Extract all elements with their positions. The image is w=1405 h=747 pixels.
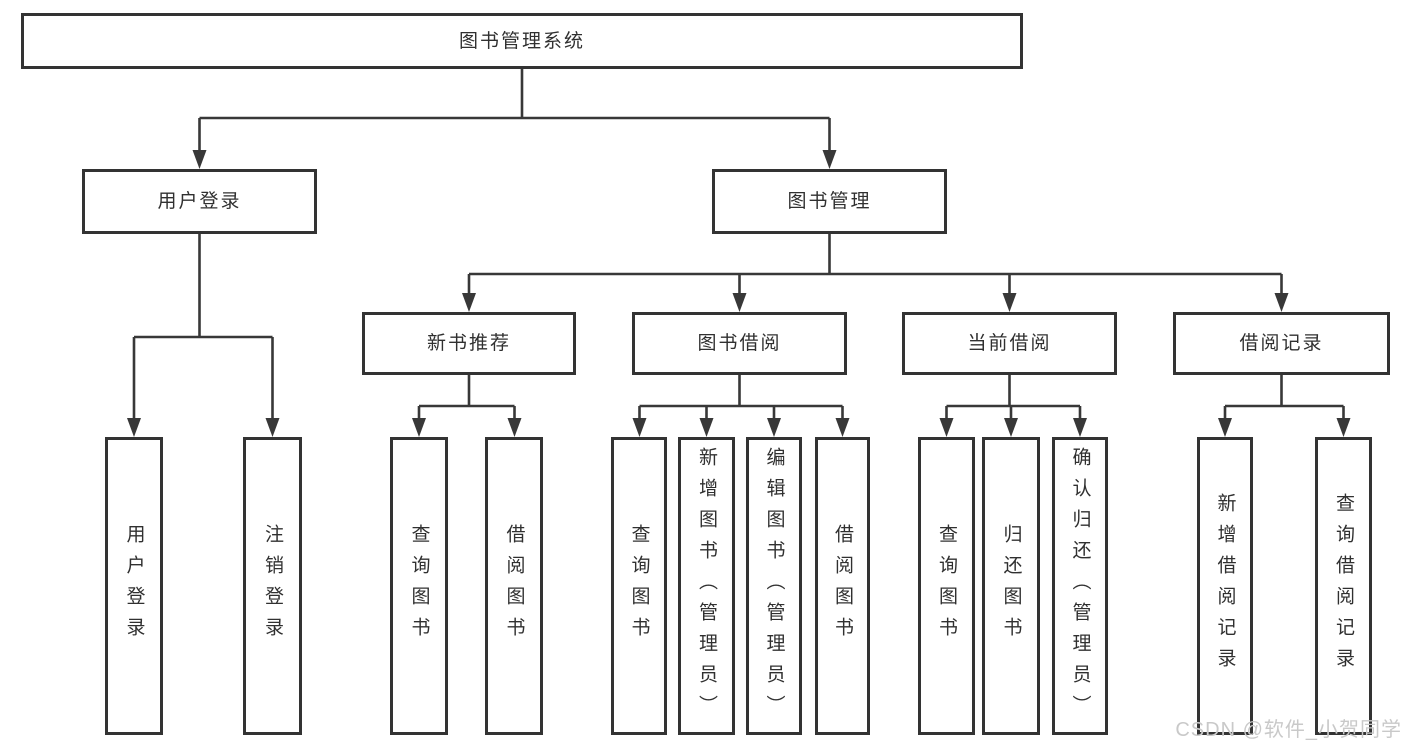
leaf-current-query-books-label: 查询图书 xyxy=(936,524,957,648)
leaf-edit-book-admin-label: 编辑图书（管理员） xyxy=(763,446,785,726)
leaf-confirm-return-admin: 确认归还（管理员） xyxy=(1052,437,1108,735)
leaf-borrow-query-books-label: 查询图书 xyxy=(628,524,650,648)
leaf-confirm-return-admin-label: 确认归还（管理员） xyxy=(1069,446,1091,726)
leaf-user-login-label: 用户登录 xyxy=(123,524,145,648)
node-borrow-records-label: 借阅记录 xyxy=(1239,333,1324,354)
leaf-newbook-borrow-books-label: 借阅图书 xyxy=(503,524,525,648)
node-new-book-recommend-label: 新书推荐 xyxy=(426,333,511,354)
leaf-logout: 注销登录 xyxy=(243,437,302,735)
edges-book-borrow-to-leaves xyxy=(632,375,850,437)
leaf-query-borrow-record-label: 查询借阅记录 xyxy=(1333,493,1354,679)
node-book-borrow: 图书借阅 xyxy=(632,312,847,375)
node-current-borrow-label: 当前借阅 xyxy=(967,333,1052,354)
leaf-borrow-query-books: 查询图书 xyxy=(611,437,667,735)
leaf-newbook-query-books-label: 查询图书 xyxy=(408,524,430,648)
edges-current-borrow-to-leaves xyxy=(939,375,1087,437)
leaf-add-borrow-record: 新增借阅记录 xyxy=(1197,437,1253,735)
edges-borrow-record-to-leaves xyxy=(1218,375,1351,437)
node-user-login: 用户登录 xyxy=(82,169,317,234)
node-book-management: 图书管理 xyxy=(712,169,947,234)
edges-new-book-to-leaves xyxy=(412,375,522,437)
node-root-label: 图书管理系统 xyxy=(458,30,585,52)
leaf-user-login: 用户登录 xyxy=(105,437,163,735)
leaf-add-book-admin: 新增图书（管理员） xyxy=(678,437,735,735)
leaf-add-book-admin-label: 新增图书（管理员） xyxy=(696,446,717,726)
leaf-newbook-query-books: 查询图书 xyxy=(390,437,448,735)
node-new-book-recommend: 新书推荐 xyxy=(362,312,576,375)
leaf-borrow-book-label: 借阅图书 xyxy=(832,524,853,648)
leaf-return-book-label: 归还图书 xyxy=(1000,524,1022,648)
leaf-logout-label: 注销登录 xyxy=(262,524,283,648)
leaf-return-book: 归还图书 xyxy=(982,437,1040,735)
leaf-add-borrow-record-label: 新增借阅记录 xyxy=(1214,493,1236,679)
node-current-borrow: 当前借阅 xyxy=(902,312,1117,375)
leaf-edit-book-admin: 编辑图书（管理员） xyxy=(746,437,802,735)
edges-book-management-to-level3 xyxy=(462,234,1289,312)
node-user-login-label: 用户登录 xyxy=(157,191,242,212)
node-borrow-records: 借阅记录 xyxy=(1173,312,1390,375)
node-book-management-label: 图书管理 xyxy=(787,191,872,212)
edges-root-to-level2 xyxy=(192,69,837,169)
leaf-current-query-books: 查询图书 xyxy=(918,437,975,735)
edges-user-login-to-leaves xyxy=(127,234,280,437)
csdn-watermark: CSDN @软件_小贺同学 xyxy=(1175,719,1402,741)
leaf-query-borrow-record: 查询借阅记录 xyxy=(1315,437,1372,735)
leaf-borrow-book: 借阅图书 xyxy=(815,437,870,735)
leaf-newbook-borrow-books: 借阅图书 xyxy=(485,437,543,735)
node-book-borrow-label: 图书借阅 xyxy=(697,333,782,354)
node-root-library-system: 图书管理系统 xyxy=(21,13,1023,69)
